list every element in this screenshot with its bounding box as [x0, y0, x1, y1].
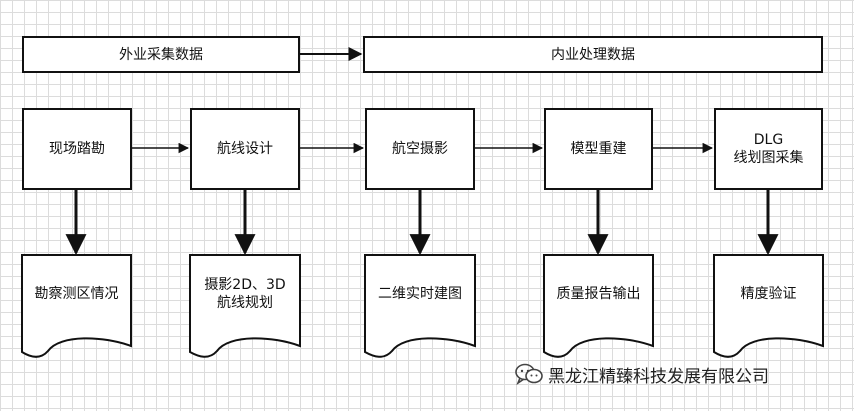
step-aerial-photography-label: 航空摄影 — [392, 141, 448, 157]
step-dlg-collection-label-line1: DLG — [753, 132, 784, 148]
step-model-reconstruction-label: 模型重建 — [570, 141, 627, 157]
step-site-survey-label: 现场踏勘 — [49, 141, 105, 157]
step-site-survey: 现场踏勘 — [22, 108, 132, 190]
document-shape-1 — [21, 254, 132, 358]
output-route-planning-label-line2: 航线规划 — [217, 295, 273, 311]
document-shape-2 — [189, 254, 301, 358]
step-aerial-photography: 航空摄影 — [365, 108, 475, 190]
step-flight-route-design-label: 航线设计 — [217, 141, 273, 157]
wechat-icon — [514, 362, 544, 386]
field-data-collection-box: 外业采集数据 — [22, 36, 300, 73]
office-data-processing-box: 内业处理数据 — [363, 36, 823, 73]
document-shape-4 — [543, 254, 654, 358]
watermark-text: 黑龙江精臻科技发展有限公司 — [548, 366, 769, 387]
step-model-reconstruction: 模型重建 — [544, 108, 653, 190]
field-data-collection-label: 外业采集数据 — [119, 46, 203, 63]
step-dlg-collection: DLG 线划图采集 — [714, 108, 823, 190]
output-survey-conditions: 勘察测区情况 — [22, 255, 131, 347]
output-quality-report-label: 质量报告输出 — [556, 286, 641, 302]
output-realtime-mapping-label: 二维实时建图 — [378, 286, 462, 302]
output-route-planning: 摄影2D、3D 航线规划 — [190, 255, 300, 347]
document-shape-3 — [364, 254, 476, 358]
step-dlg-collection-label-line2: 线划图采集 — [733, 150, 804, 166]
office-data-processing-label: 内业处理数据 — [551, 46, 635, 63]
output-accuracy-verification-label: 精度验证 — [740, 286, 797, 302]
step-flight-route-design: 航线设计 — [190, 108, 300, 190]
document-shape-5 — [713, 254, 824, 358]
output-survey-conditions-label: 勘察测区情况 — [34, 286, 119, 302]
output-accuracy-verification: 精度验证 — [714, 255, 823, 347]
output-quality-report: 质量报告输出 — [544, 255, 653, 347]
watermark: 黑龙江精臻科技发展有限公司 — [514, 360, 844, 388]
output-realtime-mapping: 二维实时建图 — [365, 255, 475, 347]
output-route-planning-label-line1: 摄影2D、3D — [204, 277, 286, 293]
